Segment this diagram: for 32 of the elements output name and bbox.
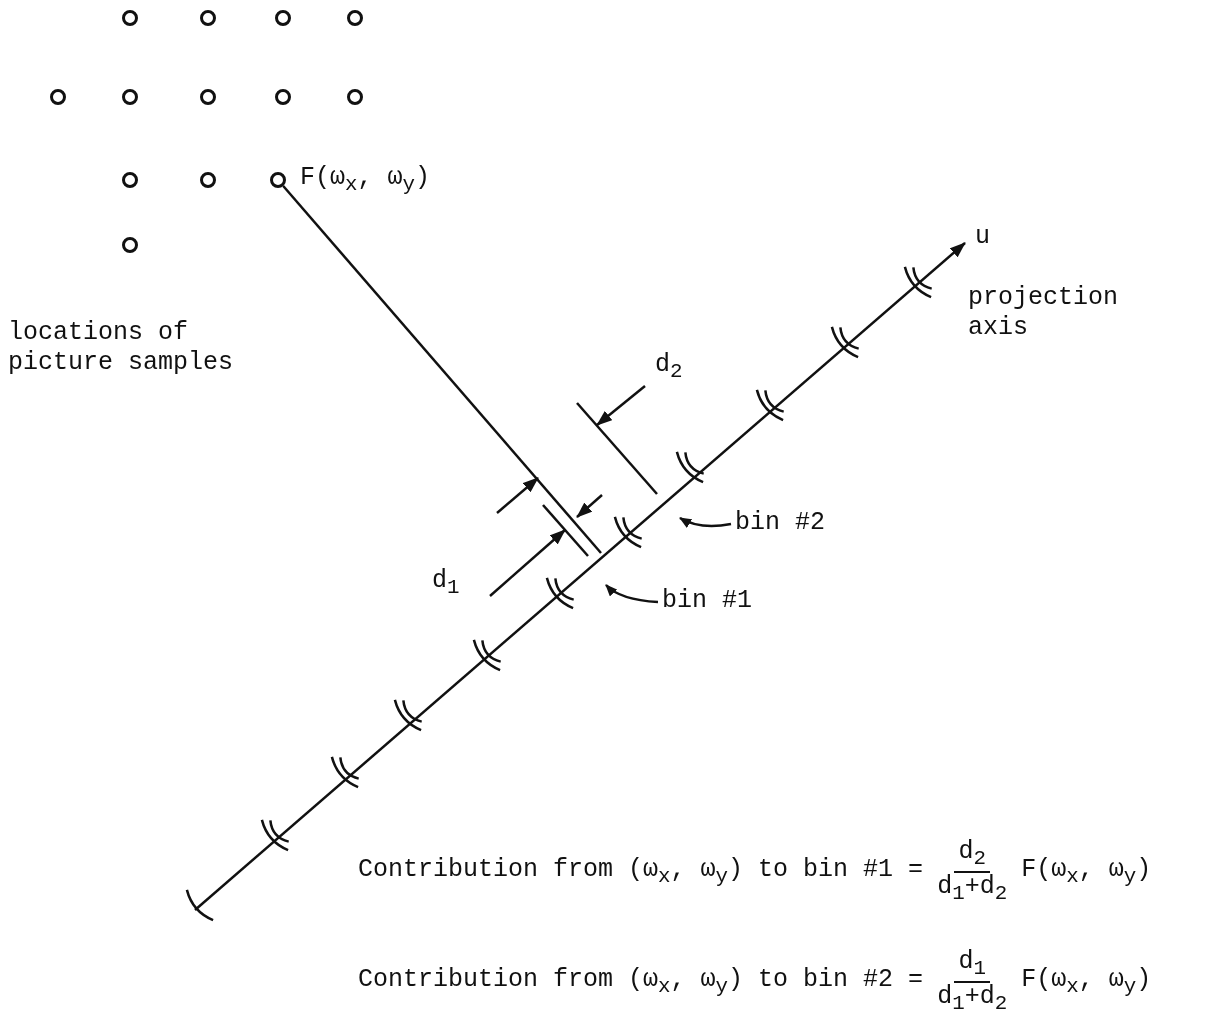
sample-circle <box>200 172 216 188</box>
dimension-label: d$_{1}$ <box>432 566 460 601</box>
sample-circle <box>50 89 66 105</box>
fraction-numerator: d$_{1}$ <box>954 948 990 983</box>
formula-text: Contribution from (ω$_{x}$, ω$_{y}$) to bin #2 = <box>358 965 924 999</box>
sample-circle <box>270 172 286 188</box>
fraction-denominator: d$_{1}$+d$_{2}$ <box>936 982 1009 1016</box>
dimension-label: d$_{2}$ <box>655 350 683 385</box>
sample-circle <box>275 10 291 26</box>
sample-circle <box>347 89 363 105</box>
sample-circle <box>122 172 138 188</box>
fraction-denominator: d$_{1}$+d$_{2}$ <box>936 872 1009 906</box>
formula-text: Contribution from (ω$_{x}$, ω$_{y}$) to bin #1 = <box>358 855 924 889</box>
caption-text: locations of picture samples <box>8 318 235 378</box>
sample-circle <box>347 10 363 26</box>
bin-label: bin #1 <box>662 586 752 616</box>
fraction-numerator: d$_{2}$ <box>954 838 990 873</box>
formula-text: F(ω$_{x}$, ω$_{y}$) <box>1021 965 1152 999</box>
sample-circle <box>122 237 138 253</box>
sample-circle <box>200 10 216 26</box>
axis-caption: projection axis <box>968 283 1120 343</box>
sample-circle <box>122 89 138 105</box>
function-label: F(ω$_{x}$, ω$_{y}$) <box>300 163 431 198</box>
sample-circle <box>275 89 291 105</box>
leader-line <box>679 516 732 528</box>
sample-circle <box>122 10 138 26</box>
bin-label: bin #2 <box>735 508 825 538</box>
formula-text: F(ω$_{x}$, ω$_{y}$) <box>1021 855 1152 889</box>
sample-circle <box>200 89 216 105</box>
leader-line <box>605 584 659 604</box>
projection-line <box>282 185 602 554</box>
axis-label: u <box>975 222 990 252</box>
